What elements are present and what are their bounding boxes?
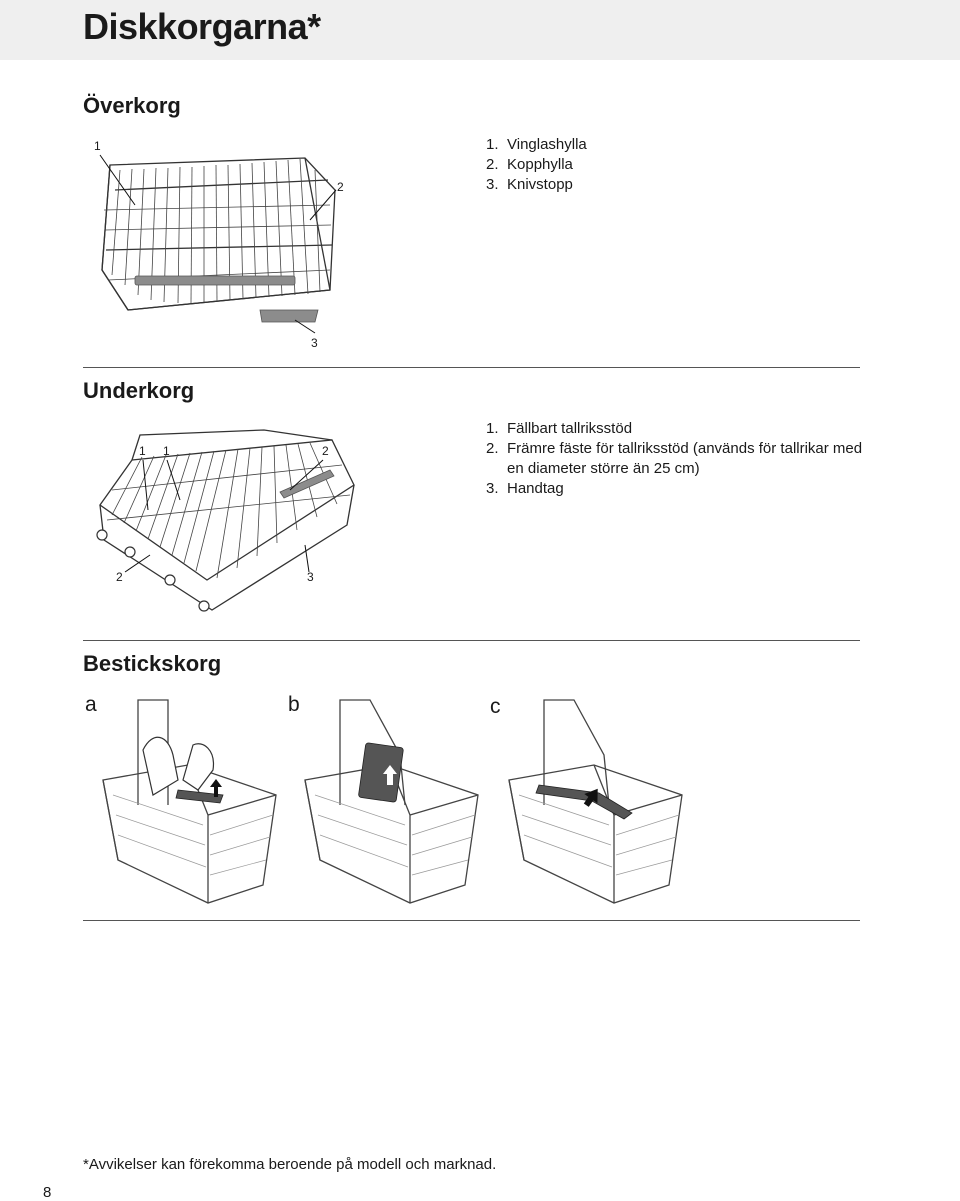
legend-item: 3. Knivstopp (486, 175, 866, 195)
legend-item: 2. Främre fäste för tallriksstöd (används… (486, 439, 866, 479)
legend-text: Handtag (507, 480, 564, 497)
legend-item: 1. Vinglashylla (486, 135, 866, 155)
legend-number: 1. (486, 136, 499, 153)
legend-number: 2. (486, 440, 499, 457)
section-heading-cutlery-basket: Bestickskorg (83, 651, 222, 676)
legend-number: 1. (486, 420, 499, 437)
legend-number: 3. (486, 176, 499, 193)
section-heading-lower-rack: Underkorg (83, 378, 195, 403)
legend-item: 3. Handtag (486, 479, 866, 499)
callout-lower-3: 3 (307, 570, 314, 584)
step-label-b: b (288, 693, 300, 716)
step-label-a: a (85, 693, 97, 716)
legend-text: Knivstopp (507, 176, 573, 193)
callout-lower-2b: 2 (116, 570, 123, 584)
header-band (0, 0, 960, 60)
legend-number: 3. (486, 480, 499, 497)
lower-rack-legend: 1. Fällbart tallriksstöd 2. Främre fäste f… (486, 419, 866, 499)
lower-rack-illustration (96, 429, 355, 612)
page-title: Diskkorgarna* (83, 6, 321, 47)
cutlery-basket-c-illustration (508, 699, 683, 904)
section-divider (83, 920, 860, 921)
upper-rack-legend: 1. Vinglashylla 2. Kopphylla 3. Knivstopp (486, 135, 866, 195)
callout-upper-3: 3 (311, 336, 318, 350)
legend-number: 2. (486, 156, 499, 173)
callout-upper-2: 2 (337, 180, 344, 194)
section-heading-upper-rack: Överkorg (83, 93, 181, 118)
legend-text: Fällbart tallriksstöd (507, 420, 633, 437)
legend-text: Främre fäste för tallriksstöd (används f… (507, 440, 863, 477)
upper-rack-leader-lines (99, 154, 337, 334)
cutlery-basket-a-illustration (102, 699, 277, 904)
lower-rack-leader-lines (124, 459, 324, 573)
legend-item: 2. Kopphylla (486, 155, 866, 175)
page-number: 8 (43, 1184, 52, 1201)
callout-lower-2a: 2 (322, 444, 329, 458)
callout-upper-1: 1 (94, 139, 101, 153)
section-divider (83, 367, 860, 368)
upper-rack-illustration (101, 157, 336, 323)
footnote: *Avvikelser kan förekomma beroende på mo… (83, 1156, 497, 1173)
legend-text: Vinglashylla (507, 136, 587, 153)
step-label-c: c (490, 695, 501, 718)
cutlery-basket-b-illustration (304, 699, 479, 904)
section-divider (83, 640, 860, 641)
callout-lower-1a: 1 (139, 444, 146, 458)
legend-item: 1. Fällbart tallriksstöd (486, 419, 866, 439)
callout-lower-1b: 1 (163, 444, 170, 458)
legend-text: Kopphylla (507, 156, 573, 173)
